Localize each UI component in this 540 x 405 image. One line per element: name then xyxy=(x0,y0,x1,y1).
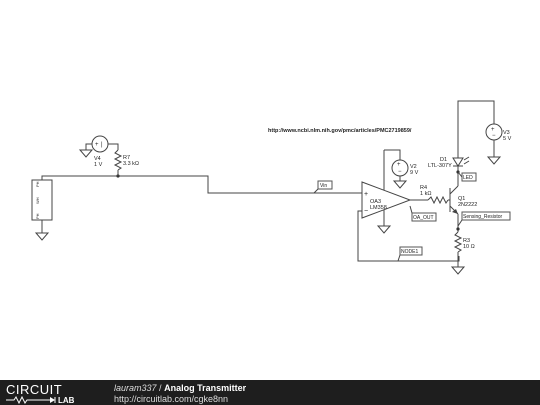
svg-text:|: | xyxy=(101,142,103,148)
v3-value: 5 V xyxy=(503,136,512,142)
svg-text:LED: LED xyxy=(463,175,473,181)
svg-text:−: − xyxy=(364,208,368,215)
q1-value: 2N2222 xyxy=(458,202,477,208)
project-title: Analog Transmitter xyxy=(164,383,247,393)
q1-name: Q1 xyxy=(458,196,465,202)
svg-text:−: − xyxy=(398,169,402,175)
net-label-node1[interactable]: NODE1 xyxy=(397,246,423,262)
potentiometer: PH WH PH xyxy=(31,179,53,221)
r7-name: R7 xyxy=(123,155,130,161)
svg-text:+: + xyxy=(491,127,495,133)
ground-oa3 xyxy=(376,225,392,234)
title-separator: / xyxy=(159,383,162,393)
r4-name: R4 xyxy=(420,185,427,191)
svg-text:LAB: LAB xyxy=(58,396,75,404)
svg-text:CIRCUIT: CIRCUIT xyxy=(6,382,62,397)
oa3-name: OA3 xyxy=(370,199,381,205)
transistor-q1[interactable] xyxy=(449,185,459,215)
ground-v4 xyxy=(78,149,94,158)
circuitlab-logo[interactable]: CIRCUIT LAB xyxy=(6,382,96,404)
voltage-source-v2[interactable]: + − xyxy=(391,159,409,177)
resistor-r4[interactable] xyxy=(427,195,449,205)
d1-name: D1 xyxy=(440,157,447,163)
v4-name: V4 xyxy=(94,156,101,162)
pot-label-top: PH xyxy=(35,181,40,187)
v3-name: V3 xyxy=(503,130,510,136)
r3-value: 10 Ω xyxy=(463,244,475,250)
svg-text:+: + xyxy=(364,191,368,198)
v2-value: 9 V xyxy=(410,170,419,176)
svg-text:+: + xyxy=(95,142,99,148)
ground-v3 xyxy=(486,156,502,165)
net-label-vin[interactable]: Vin xyxy=(313,180,333,194)
resistor-r7[interactable] xyxy=(113,149,123,171)
op-amp-oa3[interactable]: + − xyxy=(361,181,412,219)
oa3-value: LM358 xyxy=(370,205,387,211)
net-label-sensing-resistor[interactable]: Sensing_Resistor xyxy=(457,211,511,227)
led-d1[interactable] xyxy=(452,156,470,167)
svg-text:−: − xyxy=(492,133,496,139)
svg-text:Sensing_Resistor: Sensing_Resistor xyxy=(463,214,503,220)
ground-pot xyxy=(34,232,50,241)
svg-text:NODE1: NODE1 xyxy=(401,249,418,255)
voltage-source-v3[interactable]: + − xyxy=(485,123,503,141)
pot-label-bottom: PH xyxy=(35,213,40,219)
v4-value: 1 V xyxy=(94,162,103,168)
ground-v2 xyxy=(392,180,408,189)
schematic: http://www.ncbi.nlm.nih.gov/pmc/articles… xyxy=(31,100,512,275)
project-url[interactable]: http://circuitlab.com/cgke8nn xyxy=(114,394,229,404)
r7-value: 3.3 kΩ xyxy=(123,161,139,167)
v2-name: V2 xyxy=(410,164,417,170)
svg-text:OA_OUT: OA_OUT xyxy=(413,215,434,221)
r3-name: R3 xyxy=(463,238,470,244)
svg-text:+: + xyxy=(397,162,401,168)
d1-value: LTL-307Y xyxy=(428,163,452,169)
pot-label-mid: WH xyxy=(35,197,40,204)
ground-r3 xyxy=(450,266,466,275)
net-label-oa-out[interactable]: OA_OUT xyxy=(409,205,437,222)
r4-value: 1 kΩ xyxy=(420,191,431,197)
reference-url[interactable]: http://www.ncbi.nlm.nih.gov/pmc/articles… xyxy=(268,128,412,134)
footer-title: lauram337 / Analog Transmitter xyxy=(114,383,246,393)
net-label-led[interactable]: LED xyxy=(457,171,477,182)
resistor-r3[interactable] xyxy=(453,231,463,253)
svg-text:Vin: Vin xyxy=(320,183,327,189)
author-link[interactable]: lauram337 xyxy=(114,383,157,393)
voltage-source-v4[interactable]: + | xyxy=(91,135,109,153)
footer-bar: CIRCUIT LAB lauram337 / Analog Transmitt… xyxy=(0,380,540,405)
